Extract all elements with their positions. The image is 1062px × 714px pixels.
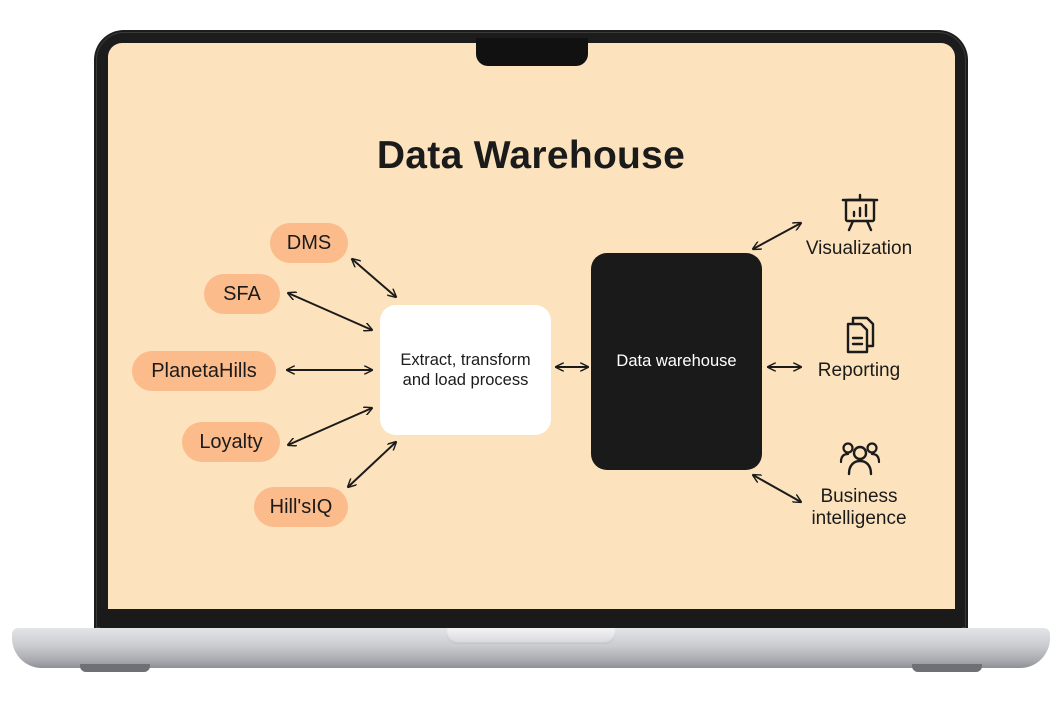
- etl-process-box: Extract, transform and load process: [380, 305, 551, 435]
- diagram-title: Data Warehouse: [376, 134, 686, 177]
- data-warehouse-box: Data warehouse: [591, 253, 762, 470]
- source-sfa: SFA: [204, 274, 280, 314]
- screen-bottom-bezel: [100, 609, 962, 631]
- output-visualization-label: Visualization: [805, 238, 913, 259]
- source-hillsiq: Hill'sIQ: [254, 487, 348, 527]
- documents-icon: [846, 316, 875, 354]
- data-warehouse-label: Data warehouse: [616, 352, 737, 370]
- presentation-chart-icon: [841, 193, 879, 232]
- output-reporting-label: Reporting: [817, 360, 901, 381]
- camera-notch: [476, 38, 588, 66]
- laptop-foot-right: [912, 664, 982, 672]
- source-planetahills: PlanetaHills: [132, 351, 276, 391]
- etl-process-label: Extract, transform and load process: [400, 351, 531, 389]
- laptop-opening-notch: [446, 628, 616, 644]
- source-dms: DMS: [270, 223, 348, 263]
- laptop-foot-left: [80, 664, 150, 672]
- output-business-intelligence-label: Business intelligence: [811, 486, 907, 529]
- source-loyalty: Loyalty: [182, 422, 280, 462]
- people-group-icon: [839, 442, 881, 476]
